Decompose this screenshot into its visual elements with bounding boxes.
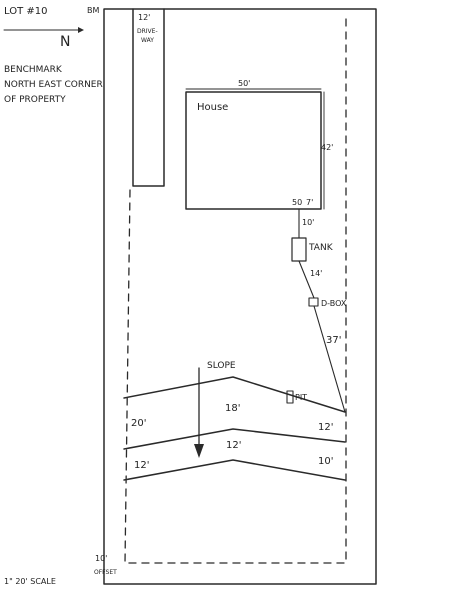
septic-tank bbox=[291, 237, 307, 262]
pipe-dbox-to-field bbox=[313, 305, 346, 413]
benchmark-line-1: BENCHMARK bbox=[4, 65, 63, 75]
field-dim-left-lower: 12' bbox=[134, 460, 149, 471]
house-depth-label: 42' bbox=[321, 143, 333, 152]
property-boundary bbox=[103, 8, 377, 585]
house-corner-label: 50 bbox=[292, 198, 302, 207]
dbox-label: D-BOX bbox=[321, 299, 347, 308]
pit-label: PIT bbox=[295, 393, 307, 402]
inspection-pit bbox=[286, 390, 294, 404]
driveway-width-label: 12' bbox=[138, 13, 150, 22]
field-dim-center-lower: 12' bbox=[226, 440, 241, 451]
field-line-2 bbox=[123, 428, 346, 450]
field-dim-center-upper: 18' bbox=[225, 403, 240, 414]
benchmark-line-2: NORTH EAST CORNER bbox=[4, 80, 103, 90]
field-dim-right-upper: 12' bbox=[318, 422, 333, 433]
house-corner-offset-label: 7' bbox=[306, 198, 313, 207]
setback-label: OFFSET bbox=[94, 569, 117, 576]
tank-to-dbox-label: 14' bbox=[310, 269, 322, 278]
dbox-to-field-label: 37' bbox=[326, 335, 341, 346]
lot-label: LOT #10 bbox=[4, 6, 47, 17]
house-footprint bbox=[185, 91, 322, 210]
driveway-label-1: DRIVE- bbox=[137, 28, 158, 35]
scale-note: 1" 20' SCALE bbox=[4, 577, 56, 586]
north-label: N bbox=[60, 34, 70, 50]
slope-label: SLOPE bbox=[207, 361, 236, 371]
field-line-1 bbox=[123, 376, 346, 413]
north-arrowhead-icon bbox=[78, 27, 84, 33]
benchmark-line-3: OF PROPERTY bbox=[4, 95, 66, 105]
pipe-tank-to-dbox bbox=[298, 260, 315, 299]
driveway-outline bbox=[132, 8, 165, 187]
driveway-label-2: WAY bbox=[141, 37, 154, 44]
tank-label: TANK bbox=[308, 243, 334, 253]
house-width-label: 50' bbox=[238, 79, 250, 88]
setback-line bbox=[124, 15, 347, 564]
bm-marker: BM bbox=[87, 6, 99, 15]
field-line-3 bbox=[123, 459, 346, 481]
slope-arrowhead-icon bbox=[194, 444, 204, 458]
distribution-box bbox=[308, 297, 319, 307]
setback-value: 10' bbox=[95, 554, 107, 563]
field-dim-left-upper: 20' bbox=[131, 418, 146, 429]
house-to-tank-label: 10' bbox=[302, 218, 314, 227]
house-label: House bbox=[197, 102, 228, 113]
field-dim-right-lower: 10' bbox=[318, 456, 333, 467]
